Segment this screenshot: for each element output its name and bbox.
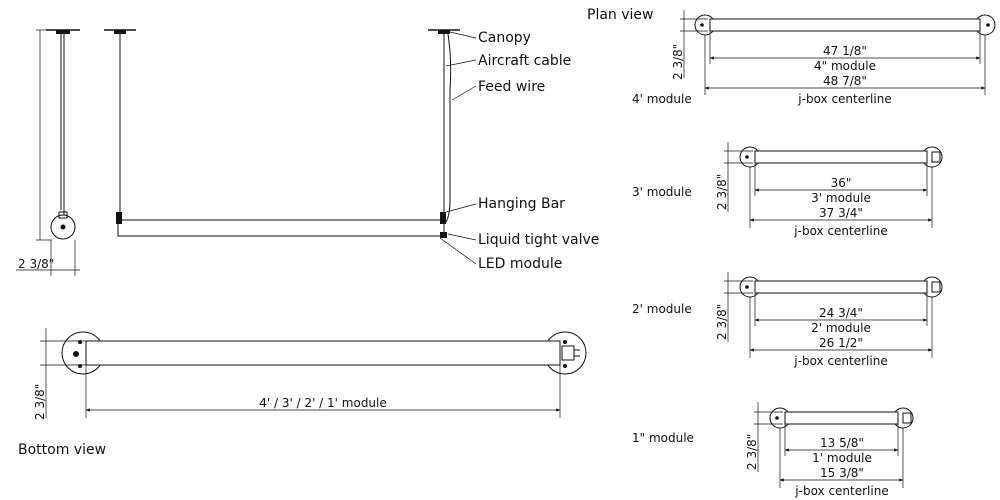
label-feed-wire: Feed wire	[478, 79, 545, 95]
liquid-tight-valve	[440, 232, 447, 238]
end-cap-center-dot	[60, 224, 66, 230]
plan-4ft-jbox-label: j-box centerline	[797, 92, 891, 106]
plan-4ft-jbox: 48 7/8"	[823, 74, 867, 88]
plan-module-2ft: 2 3/8" 24 3/4" 2' module 26 1/2" j-box c…	[632, 272, 943, 368]
bottom-length-dim-label: 4' / 3' / 2' / 1' module	[259, 396, 387, 410]
plan-3ft-jbox: 37 3/4"	[819, 206, 863, 220]
hanging-bar-left	[116, 212, 122, 224]
plan-module-1ft: 2 3/8" 13 5/8" 1' module 15 3/8" j-box c…	[632, 402, 914, 498]
bottom-view: 2 3/8" 4' / 3' / 2' / 1' module Bottom v…	[18, 328, 587, 458]
plan-module-3ft: 2 3/8" 36" 3' module 37 3/4" j-box cente…	[632, 142, 943, 238]
label-led-module: LED module	[478, 256, 562, 272]
plan-module-4ft: 2 3/8" 47 1/8" 4" module 48 7/8" j-box c…	[632, 10, 996, 106]
plan-3ft-jbox-label: j-box centerline	[793, 224, 887, 238]
bottom-height-dim-label: 2 3/8"	[33, 384, 47, 420]
plan-2ft-jbox-label: j-box centerline	[793, 354, 887, 368]
end-elevation: 2 3/8"	[16, 29, 80, 276]
end-clamp	[58, 211, 68, 219]
plan-3ft-name: 3' module	[632, 185, 692, 199]
plan-4ft-module: 4" module	[814, 59, 876, 73]
hanging-bar-right	[440, 212, 446, 224]
plan-4ft-name: 4' module	[632, 92, 692, 106]
led-module-bar	[117, 219, 445, 237]
plan-1ft-jbox-label: j-box centerline	[794, 484, 888, 498]
front-elevation: Canopy Aircraft cable Feed wire Hanging …	[104, 29, 599, 272]
plan-view-title: Plan view	[587, 7, 653, 23]
plan-2ft-module: 2' module	[811, 321, 871, 335]
plan-1ft-length: 13 5/8"	[820, 436, 864, 450]
bottom-feed-point	[73, 351, 79, 357]
plan-3ft-height-dim: 2 3/8"	[715, 174, 729, 210]
canopy-left	[114, 30, 126, 34]
label-aircraft-cable: Aircraft cable	[478, 53, 571, 69]
plan-2ft-length: 24 3/4"	[819, 306, 863, 320]
label-hanging-bar: Hanging Bar	[478, 196, 565, 212]
canopy-end	[56, 30, 70, 34]
plan-4ft-height-dim: 2 3/8"	[671, 44, 685, 80]
bottom-led-module	[85, 340, 561, 366]
plan-4ft-length: 47 1/8"	[823, 44, 867, 58]
plan-1ft-jbox: 15 3/8"	[820, 466, 864, 480]
label-liquid-tight-valve: Liquid tight valve	[478, 232, 599, 248]
plan-2ft-height-dim: 2 3/8"	[715, 304, 729, 340]
plan-3ft-module: 3' module	[811, 191, 871, 205]
label-canopy: Canopy	[478, 30, 531, 46]
plan-3ft-length: 36"	[831, 176, 852, 190]
canopy-right	[438, 30, 450, 34]
plan-1ft-height-dim: 2 3/8"	[745, 434, 759, 470]
bottom-view-title: Bottom view	[18, 442, 106, 458]
feed-wire	[445, 33, 452, 223]
plan-1ft-name: 1" module	[632, 431, 694, 445]
end-width-dim-label: 2 3/8"	[18, 257, 54, 271]
bottom-valve	[561, 345, 575, 361]
plan-2ft-name: 2' module	[632, 302, 692, 316]
plan-2ft-jbox: 26 1/2"	[819, 336, 863, 350]
plan-1ft-module: 1' module	[812, 451, 872, 465]
